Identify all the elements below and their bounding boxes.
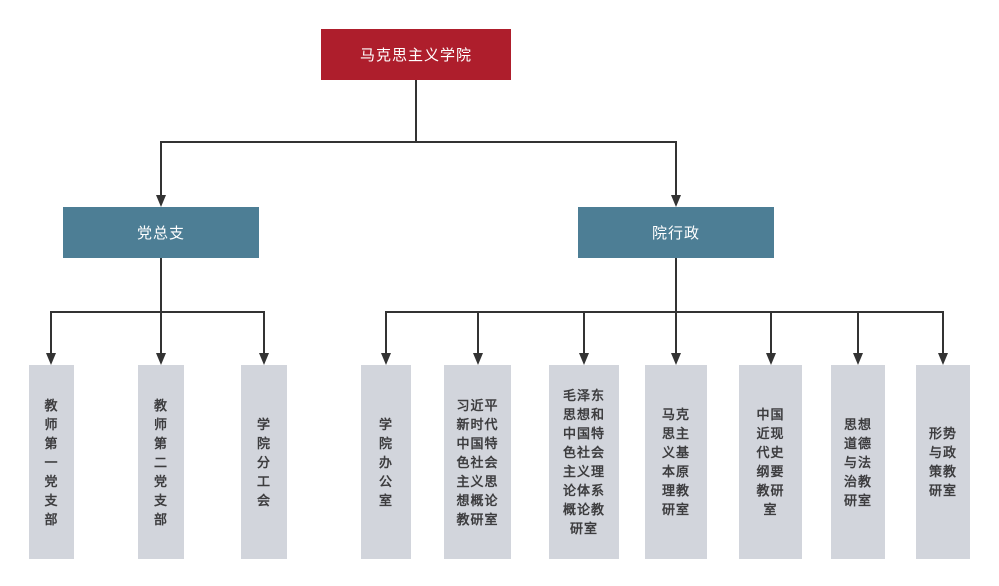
arrowhead-leaf-3 xyxy=(381,353,391,365)
org-node-marxism-basic-principles-teaching-section: 马克 思主 义基 本原 理教 研室 xyxy=(645,365,707,559)
org-node-leaf-8-label: 思想 道德 与法 治教 研室 xyxy=(843,416,872,508)
org-node-leaf-3-label: 学 院 办 公 室 xyxy=(378,416,393,508)
arrowhead-leaf-2 xyxy=(259,353,269,365)
org-node-leaf-5-label: 毛泽东 思想和 中国特 色社会 主义理 论体系 概论教 研室 xyxy=(562,388,605,536)
org-node-party-label: 党总支 xyxy=(136,225,185,242)
arrowhead-branch-admin xyxy=(671,195,681,207)
org-node-modern-chinese-history-teaching-section: 中国 近现 代史 纲要 教研 室 xyxy=(739,365,802,559)
org-node-ideology-morality-law-teaching-section: 思想 道德 与法 治教 研室 xyxy=(831,365,885,559)
org-node-teacher-second-party-branch: 教 师 第 二 党 支 部 xyxy=(138,365,184,559)
org-node-leaf-1-label: 教 师 第 二 党 支 部 xyxy=(153,397,168,527)
arrowhead-leaf-8 xyxy=(853,353,863,365)
arrowhead-leaf-7 xyxy=(766,353,776,365)
org-node-leaf-2-label: 学 院 分 工 会 xyxy=(256,416,271,508)
org-node-leaf-0-label: 教 师 第 一 党 支 部 xyxy=(44,397,59,527)
arrowhead-leaf-5 xyxy=(579,353,589,365)
org-node-leaf-9-label: 形势 与政 策教 研室 xyxy=(928,426,957,498)
connector-admin-rail xyxy=(385,311,944,353)
org-node-college-trade-union: 学 院 分 工 会 xyxy=(241,365,287,559)
org-node-college-office: 学 院 办 公 室 xyxy=(361,365,411,559)
org-node-college-administration: 院行政 xyxy=(578,207,774,258)
connector-level1-rail xyxy=(160,141,677,196)
org-node-party-general-branch: 党总支 xyxy=(63,207,259,258)
arrowhead-leaf-4 xyxy=(473,353,483,365)
org-node-mao-zedong-thought-teaching-section: 毛泽东 思想和 中国特 色社会 主义理 论体系 概论教 研室 xyxy=(549,365,619,559)
org-node-leaf-4-label: 习近平 新时代 中国特 色社会 主义思 想概论 教研室 xyxy=(456,397,499,527)
arrowhead-leaf-9 xyxy=(938,353,948,365)
arrowhead-leaf-6 xyxy=(671,353,681,365)
org-node-leaf-6-label: 马克 思主 义基 本原 理教 研室 xyxy=(661,407,690,517)
org-node-admin-label: 院行政 xyxy=(651,225,700,242)
org-node-leaf-7-label: 中国 近现 代史 纲要 教研 室 xyxy=(756,407,785,517)
org-node-situation-policy-teaching-section: 形势 与政 策教 研室 xyxy=(916,365,970,559)
arrowhead-leaf-0 xyxy=(46,353,56,365)
org-node-xi-jinping-thought-teaching-section: 习近平 新时代 中国特 色社会 主义思 想概论 教研室 xyxy=(444,365,511,559)
arrowhead-branch-party xyxy=(156,195,166,207)
connector-party-rail xyxy=(50,311,265,353)
org-node-root-label: 马克思主义学院 xyxy=(359,47,472,64)
arrowhead-leaf-1 xyxy=(156,353,166,365)
org-node-teacher-first-party-branch: 教 师 第 一 党 支 部 xyxy=(29,365,74,559)
org-node-root: 马克思主义学院 xyxy=(321,29,511,80)
